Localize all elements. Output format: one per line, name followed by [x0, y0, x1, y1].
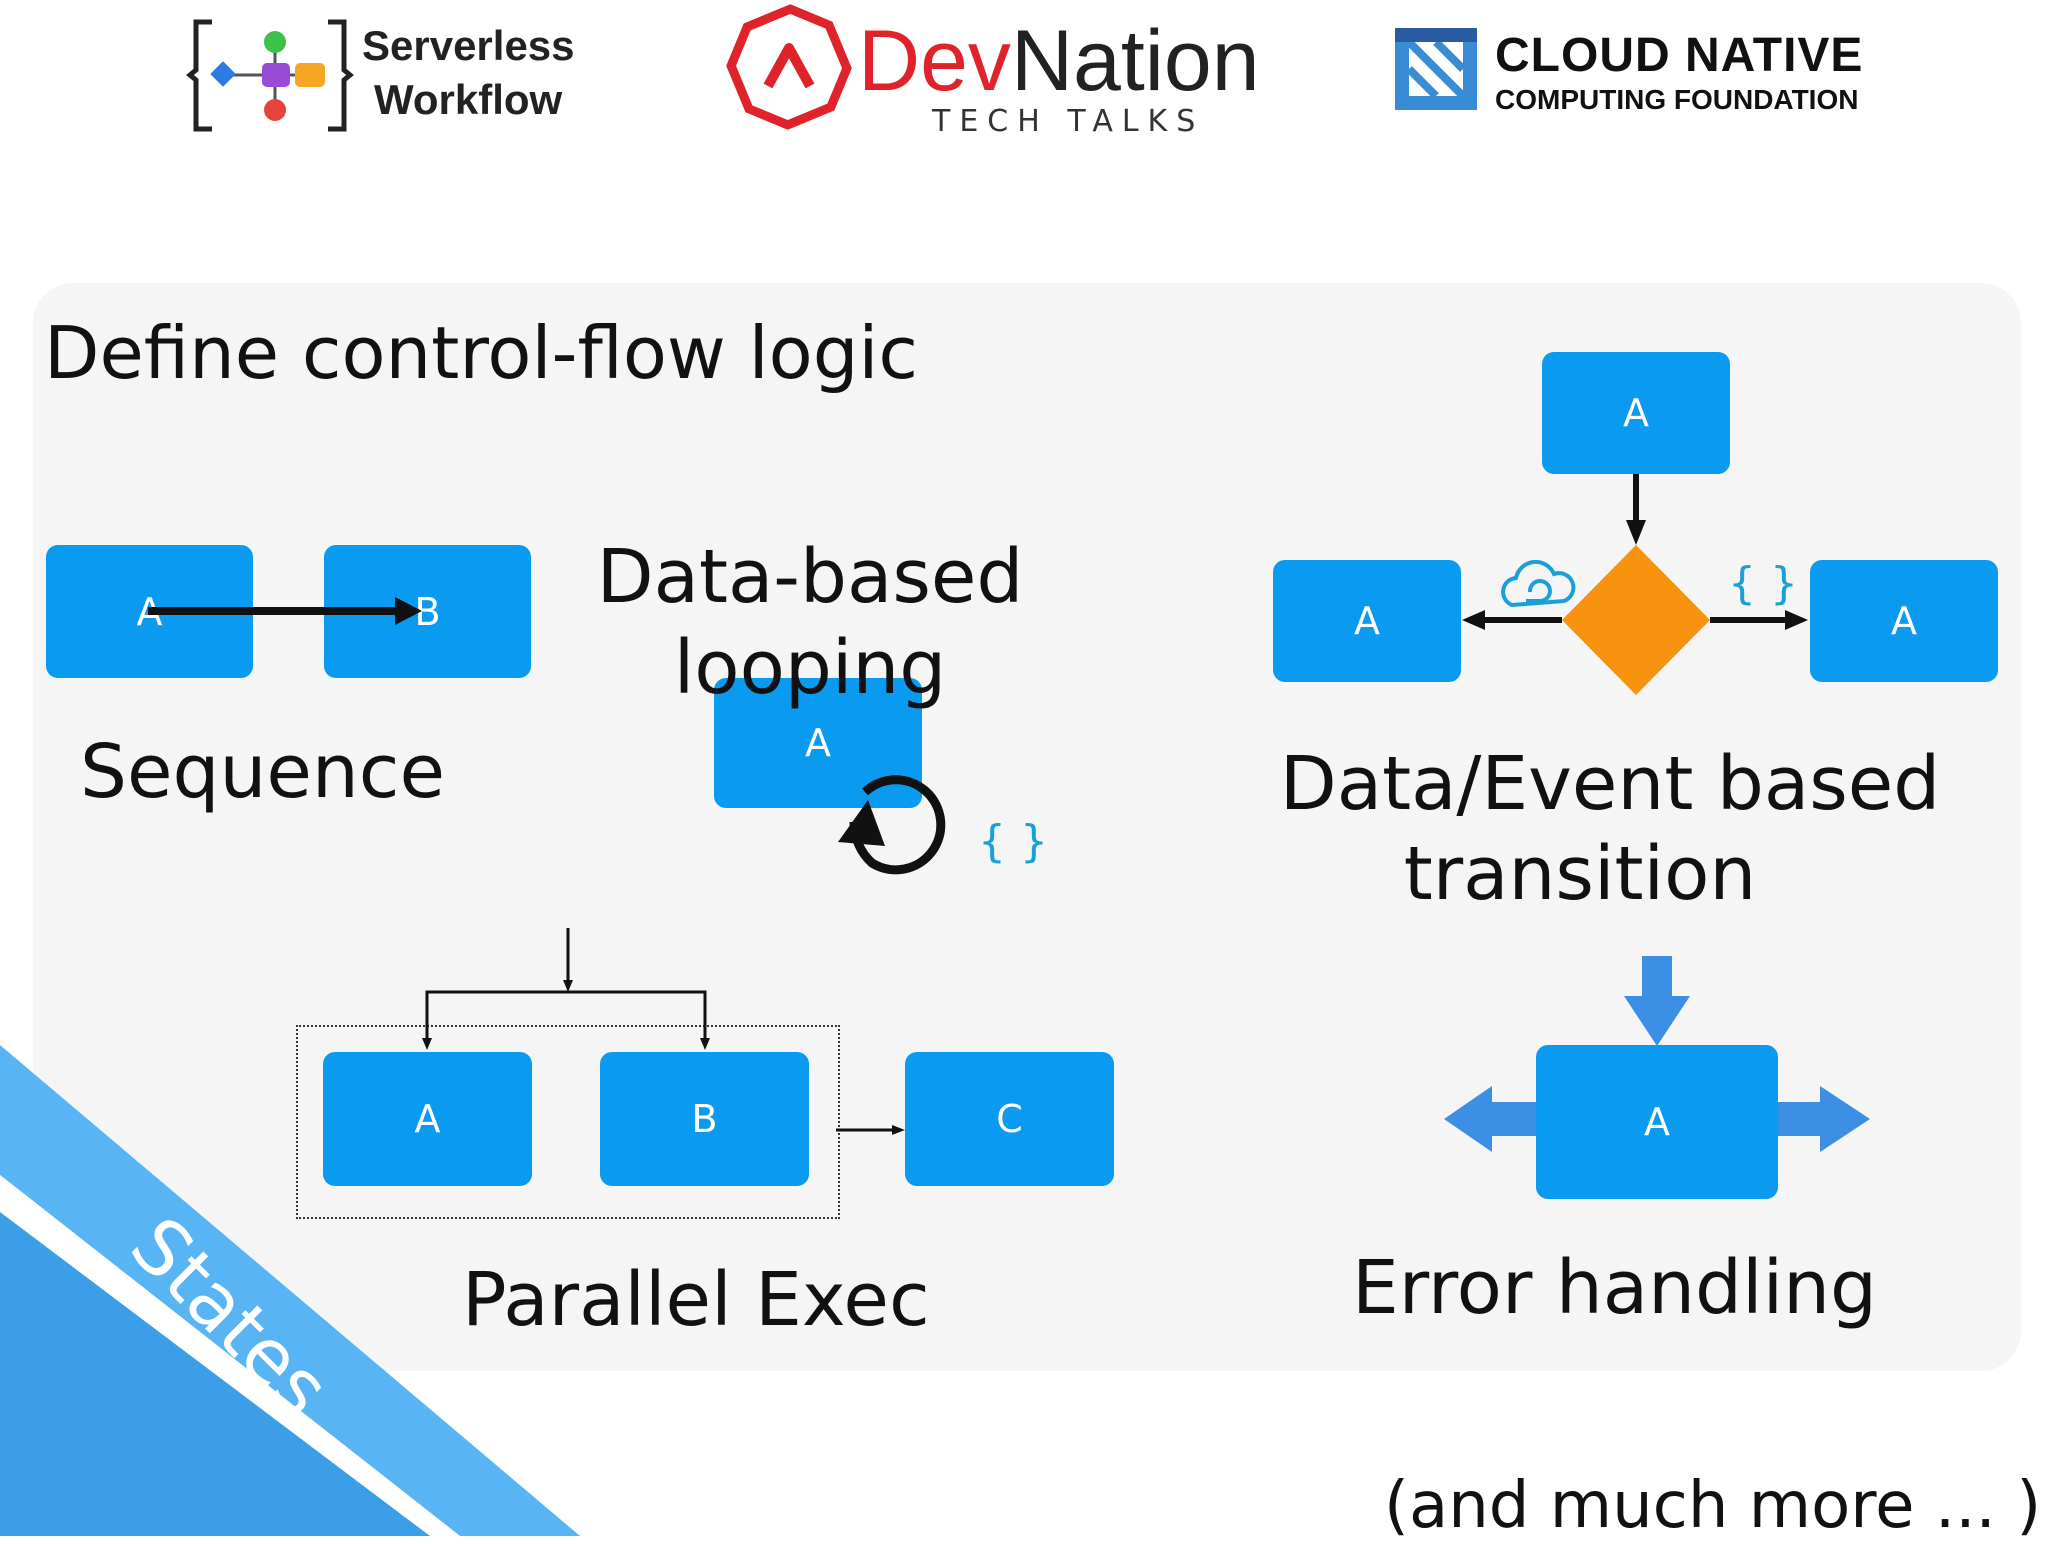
error-box-a: A	[1536, 1045, 1778, 1199]
looping-label-line1: Data-based	[596, 534, 1024, 620]
looping-box-a: A	[714, 678, 922, 808]
devnation-nation-text: Nation	[1010, 13, 1260, 109]
sequence-label: Sequence	[80, 729, 446, 815]
serverless-logo-line1: Serverless	[362, 22, 575, 69]
parallel-box-a: A	[323, 1052, 532, 1186]
parallel-box-c: C	[905, 1052, 1114, 1186]
cncf-icon	[1395, 28, 1477, 110]
serverless-logo-line2: Workflow	[374, 76, 563, 123]
error-handling-label: Error handling	[1352, 1245, 1878, 1331]
cncf-line2: COMPUTING FOUNDATION	[1495, 84, 1859, 115]
devnation-subtitle: TECH TALKS	[932, 104, 1205, 139]
transition-label-line1: Data/Event based	[1279, 741, 1941, 827]
arrow-left-icon	[1444, 1086, 1536, 1152]
arrow-right-icon	[1778, 1086, 1870, 1152]
devnation-octagon-icon	[726, 4, 852, 130]
slide-title: Define control-flow logic	[44, 311, 918, 395]
arrow-down-icon	[1624, 956, 1690, 1046]
decision-diamond	[1562, 545, 1710, 695]
serverless-workflow-icon	[186, 19, 354, 132]
parallel-box-b: B	[600, 1052, 809, 1186]
cncf-line1: CLOUD NATIVE	[1495, 29, 1864, 82]
looping-label-line2: looping	[673, 625, 947, 711]
transition-box-left: A	[1273, 560, 1461, 682]
parallel-label: Parallel Exec	[462, 1257, 930, 1343]
looping-data-icon: { }	[978, 816, 1048, 867]
footer-text: (and much more ... )	[1384, 1469, 2042, 1543]
transition-box-top: A	[1542, 352, 1730, 474]
cloud-event-icon	[1501, 559, 1576, 608]
transition-box-right: A	[1810, 560, 1998, 682]
transition-label-line2: transition	[1403, 831, 1757, 917]
parallel-group-border	[296, 1025, 840, 1219]
transition-data-icon: { }	[1728, 558, 1798, 609]
devnation-dev-text: Dev	[858, 13, 1011, 109]
